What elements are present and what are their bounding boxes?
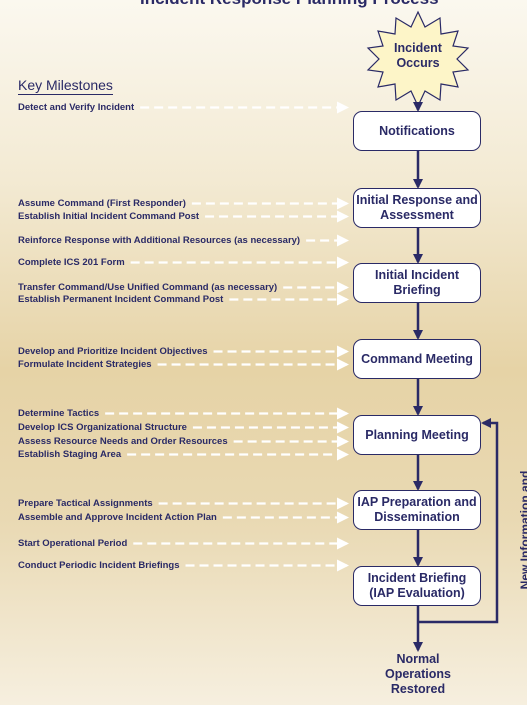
normal-operations-label: Normal Operations Restored	[385, 652, 451, 696]
box-incident-briefing-evaluation: Incident Briefing (IAP Evaluation)	[353, 566, 481, 606]
milestone-label: Complete ICS 201 Form	[18, 257, 125, 268]
milestone-label: Establish Initial Incident Command Post	[18, 211, 200, 222]
milestone-label: Detect and Verify Incident	[18, 102, 135, 113]
milestone-label: Start Operational Period	[18, 538, 128, 549]
milestone-label: Assemble and Approve Incident Action Pla…	[18, 512, 217, 523]
milestone-label: Prepare Tactical Assignments	[18, 498, 153, 509]
incident-occurs-label: Incident Occurs	[394, 41, 442, 70]
milestone-label: Develop and Prioritize Incident Objectiv…	[18, 346, 208, 357]
box-command-meeting: Command Meeting	[353, 339, 481, 379]
milestone-label: Establish Permanent Incident Command Pos…	[18, 294, 224, 305]
milestone-label: Establish Staging Area	[18, 449, 122, 460]
milestone-label: Reinforce Response with Additional Resou…	[18, 235, 301, 246]
box-initial-response: Initial Response and Assessment	[353, 188, 481, 228]
box-initial-incident-briefing: Initial Incident Briefing	[353, 263, 481, 303]
milestone-label: Assess Resource Needs and Order Resource…	[18, 436, 228, 447]
milestone-label: Formulate Incident Strategies	[18, 359, 152, 370]
box-planning-meeting: Planning Meeting	[353, 415, 481, 455]
milestone-label: Transfer Command/Use Unified Command (as…	[18, 282, 278, 293]
milestone-label: Develop ICS Organizational Structure	[18, 422, 187, 433]
key-milestones-heading: Key Milestones	[18, 77, 113, 95]
feedback-loop-arrow	[418, 418, 499, 624]
box-iap-preparation: IAP Preparation and Dissemination	[353, 490, 481, 530]
page-title: Incident Response Planning Process	[140, 0, 439, 9]
milestone-label: Conduct Periodic Incident Briefings	[18, 560, 180, 571]
feedback-label: New Information and Recommendations	[518, 470, 527, 590]
milestone-label: Assume Command (First Responder)	[18, 198, 186, 209]
box-notifications: Notifications	[353, 111, 481, 151]
milestone-label: Determine Tactics	[18, 408, 100, 419]
